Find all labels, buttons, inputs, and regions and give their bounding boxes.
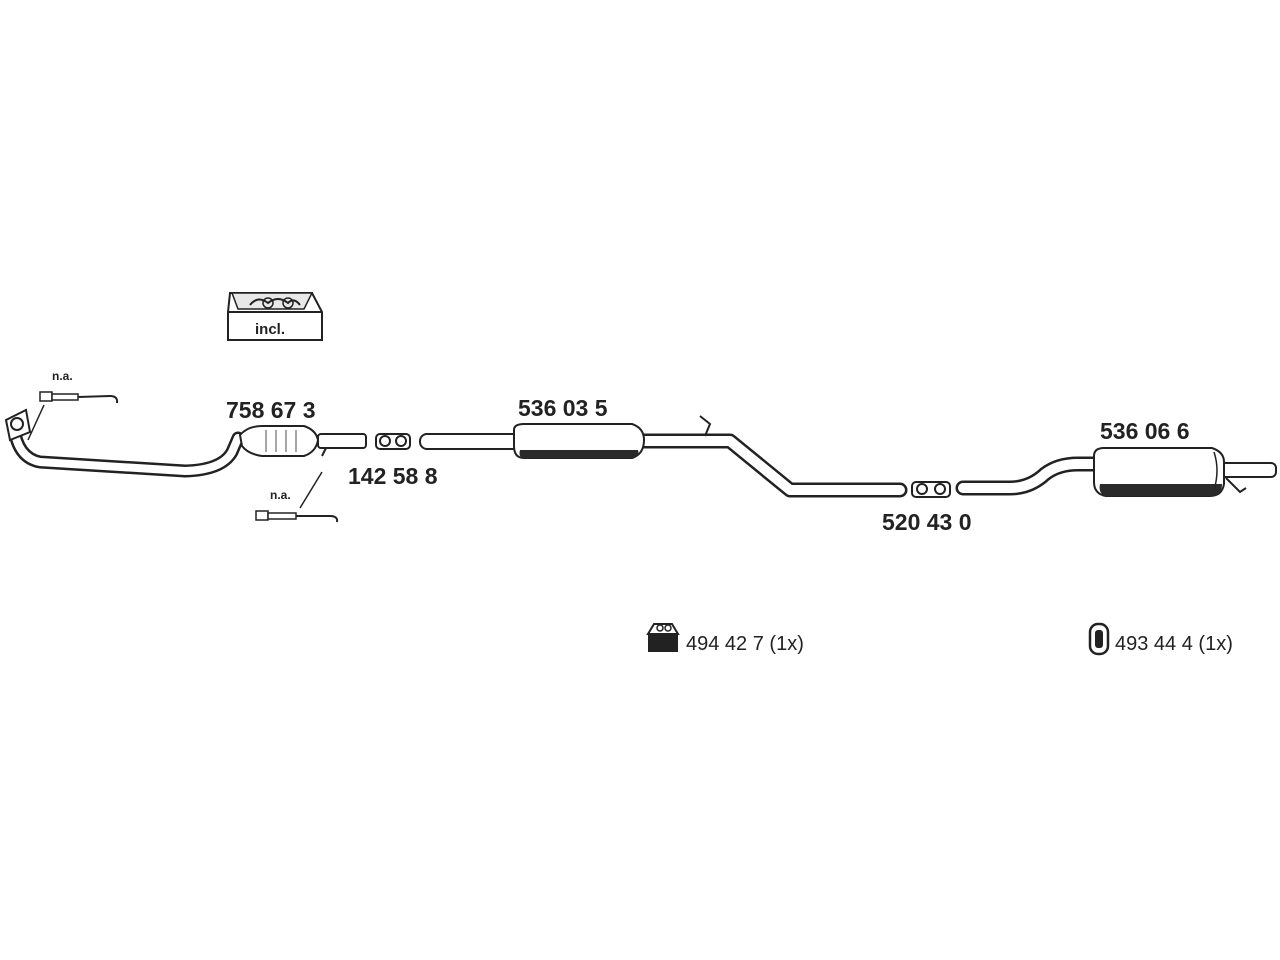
rubber-mount-label: 493 44 4 (1x) [1115,633,1233,655]
clamp-2 [911,481,951,498]
oxygen-sensor-2: n.a. [255,471,339,523]
part-number-rear-silencer: 536 06 6 [1100,418,1190,444]
mounting-kit-accessory: 494 42 7 (1x) [646,623,804,655]
front-pipe [4,408,245,478]
catalytic-converter [238,425,367,457]
oxygen-sensor-1: n.a. [27,369,119,441]
part-number-middle-silencer: 536 03 5 [518,395,608,421]
part-number-clamp-1: 142 58 8 [348,463,438,489]
rear-silencer [1093,447,1225,497]
clamp-1 [375,433,411,450]
rubber-mount-icon [1088,622,1110,656]
mounting-kit-box: incl. [227,292,323,341]
sensor-1-note: n.a. [52,369,73,383]
kit-label: incl. [255,321,285,338]
sensor-2-note: n.a. [270,488,291,502]
rear-pipe [955,456,1277,496]
mounting-kit-label: 494 42 7 (1x) [686,633,804,655]
mounting-kit-icon [646,623,680,652]
middle-pipe [419,415,908,498]
middle-silencer [513,423,646,459]
part-number-clamp-2: 520 43 0 [882,509,972,535]
part-number-front-pipe: 758 67 3 [226,397,316,423]
rubber-mount-accessory: 493 44 4 (1x) [1088,622,1233,656]
